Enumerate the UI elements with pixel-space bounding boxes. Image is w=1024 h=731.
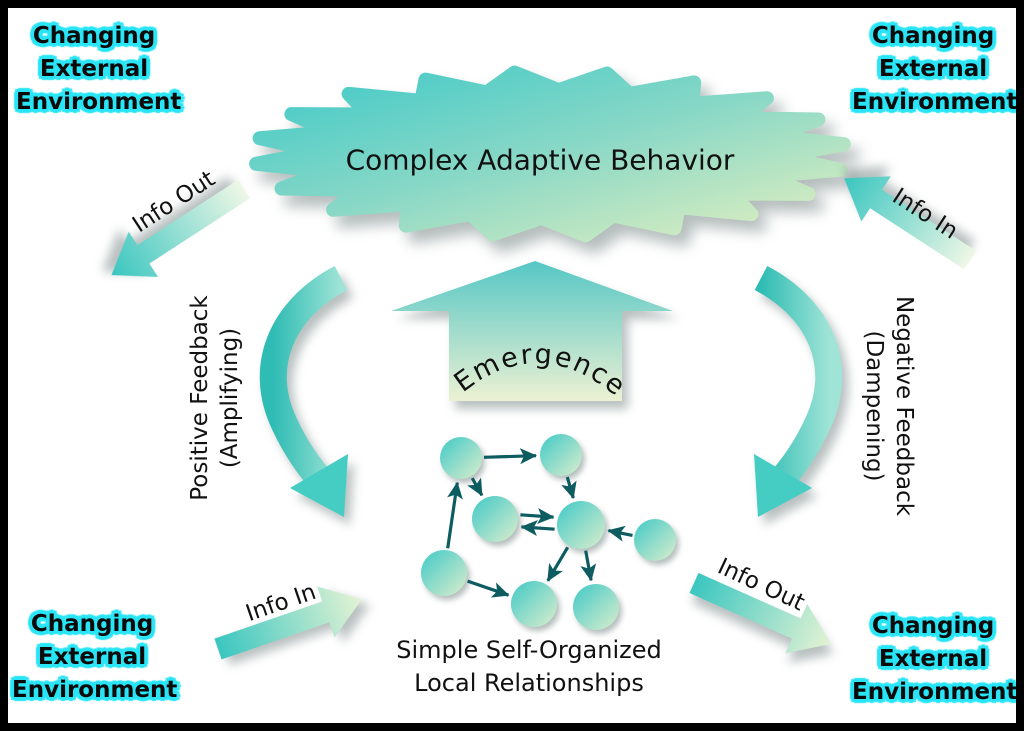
- network-node: [557, 501, 605, 549]
- corner-label-bottom-right: Changing External Environment: [852, 610, 1018, 709]
- network-node: [511, 581, 557, 627]
- curved-arrow-right: [754, 266, 843, 517]
- emergence-arrow-shape: [391, 261, 673, 401]
- info-out-arrow-bottom-right: [689, 572, 832, 654]
- starburst-shape: [249, 65, 851, 243]
- corner-line: Changing: [30, 611, 154, 637]
- network-edge: [561, 476, 577, 500]
- info-out-arrow-top-left: [111, 179, 250, 278]
- network-caption: Simple Self-Organized Local Relationship…: [396, 634, 661, 700]
- network-edge: [483, 448, 537, 465]
- curved-arrow-left: [259, 266, 348, 517]
- starburst-title: Complex Adaptive Behavior: [345, 143, 735, 177]
- corner-line: Environment: [852, 679, 1018, 705]
- network-node: [472, 496, 518, 542]
- corner-line: External: [39, 56, 149, 82]
- positive-feedback-label: Positive Feedback (Amplifying): [185, 295, 245, 501]
- network-diagram: [421, 434, 676, 630]
- network-edge: [467, 477, 484, 497]
- info-in-arrow-top-right: [844, 176, 976, 270]
- network-node: [421, 550, 467, 596]
- shapes-layer: Emergence: [111, 65, 976, 660]
- corner-line: Changing: [871, 23, 995, 49]
- corner-line: Environment: [12, 677, 178, 703]
- corner-line: Changing: [32, 23, 156, 49]
- feedback-line: Negative Feedback: [891, 295, 917, 517]
- network-edge: [467, 579, 510, 598]
- negative-feedback-label: Negative Feedback (Dampening): [859, 296, 919, 516]
- network-edge: [607, 525, 633, 542]
- corner-line: External: [37, 644, 147, 670]
- network-node: [540, 434, 582, 476]
- corner-line: Environment: [852, 89, 1018, 115]
- corner-label-bottom-left: Changing External Environment: [12, 608, 178, 707]
- network-node: [573, 584, 619, 630]
- corner-line: Changing: [871, 613, 995, 639]
- corner-label-top-right: Changing External Environment: [852, 20, 1018, 119]
- network-edge: [520, 520, 555, 536]
- caption-line: Simple Self-Organized: [396, 636, 662, 664]
- feedback-line: (Dampening): [861, 330, 887, 482]
- network-node: [440, 437, 482, 479]
- corner-line: External: [878, 646, 988, 672]
- network-edge: [520, 508, 555, 524]
- corner-label-top-left: Changing External Environment: [16, 20, 182, 119]
- feedback-line: Positive Feedback: [187, 295, 213, 501]
- feedback-line: (Amplifying): [217, 327, 243, 469]
- network-node: [634, 519, 676, 561]
- network-edge: [580, 550, 597, 582]
- network-edge: [446, 481, 463, 549]
- info-in-arrow-bottom-left: [214, 586, 362, 660]
- network-edge: [546, 546, 570, 582]
- corner-line: Environment: [16, 89, 182, 115]
- caption-line: Local Relationships: [414, 669, 644, 697]
- corner-line: External: [878, 56, 988, 82]
